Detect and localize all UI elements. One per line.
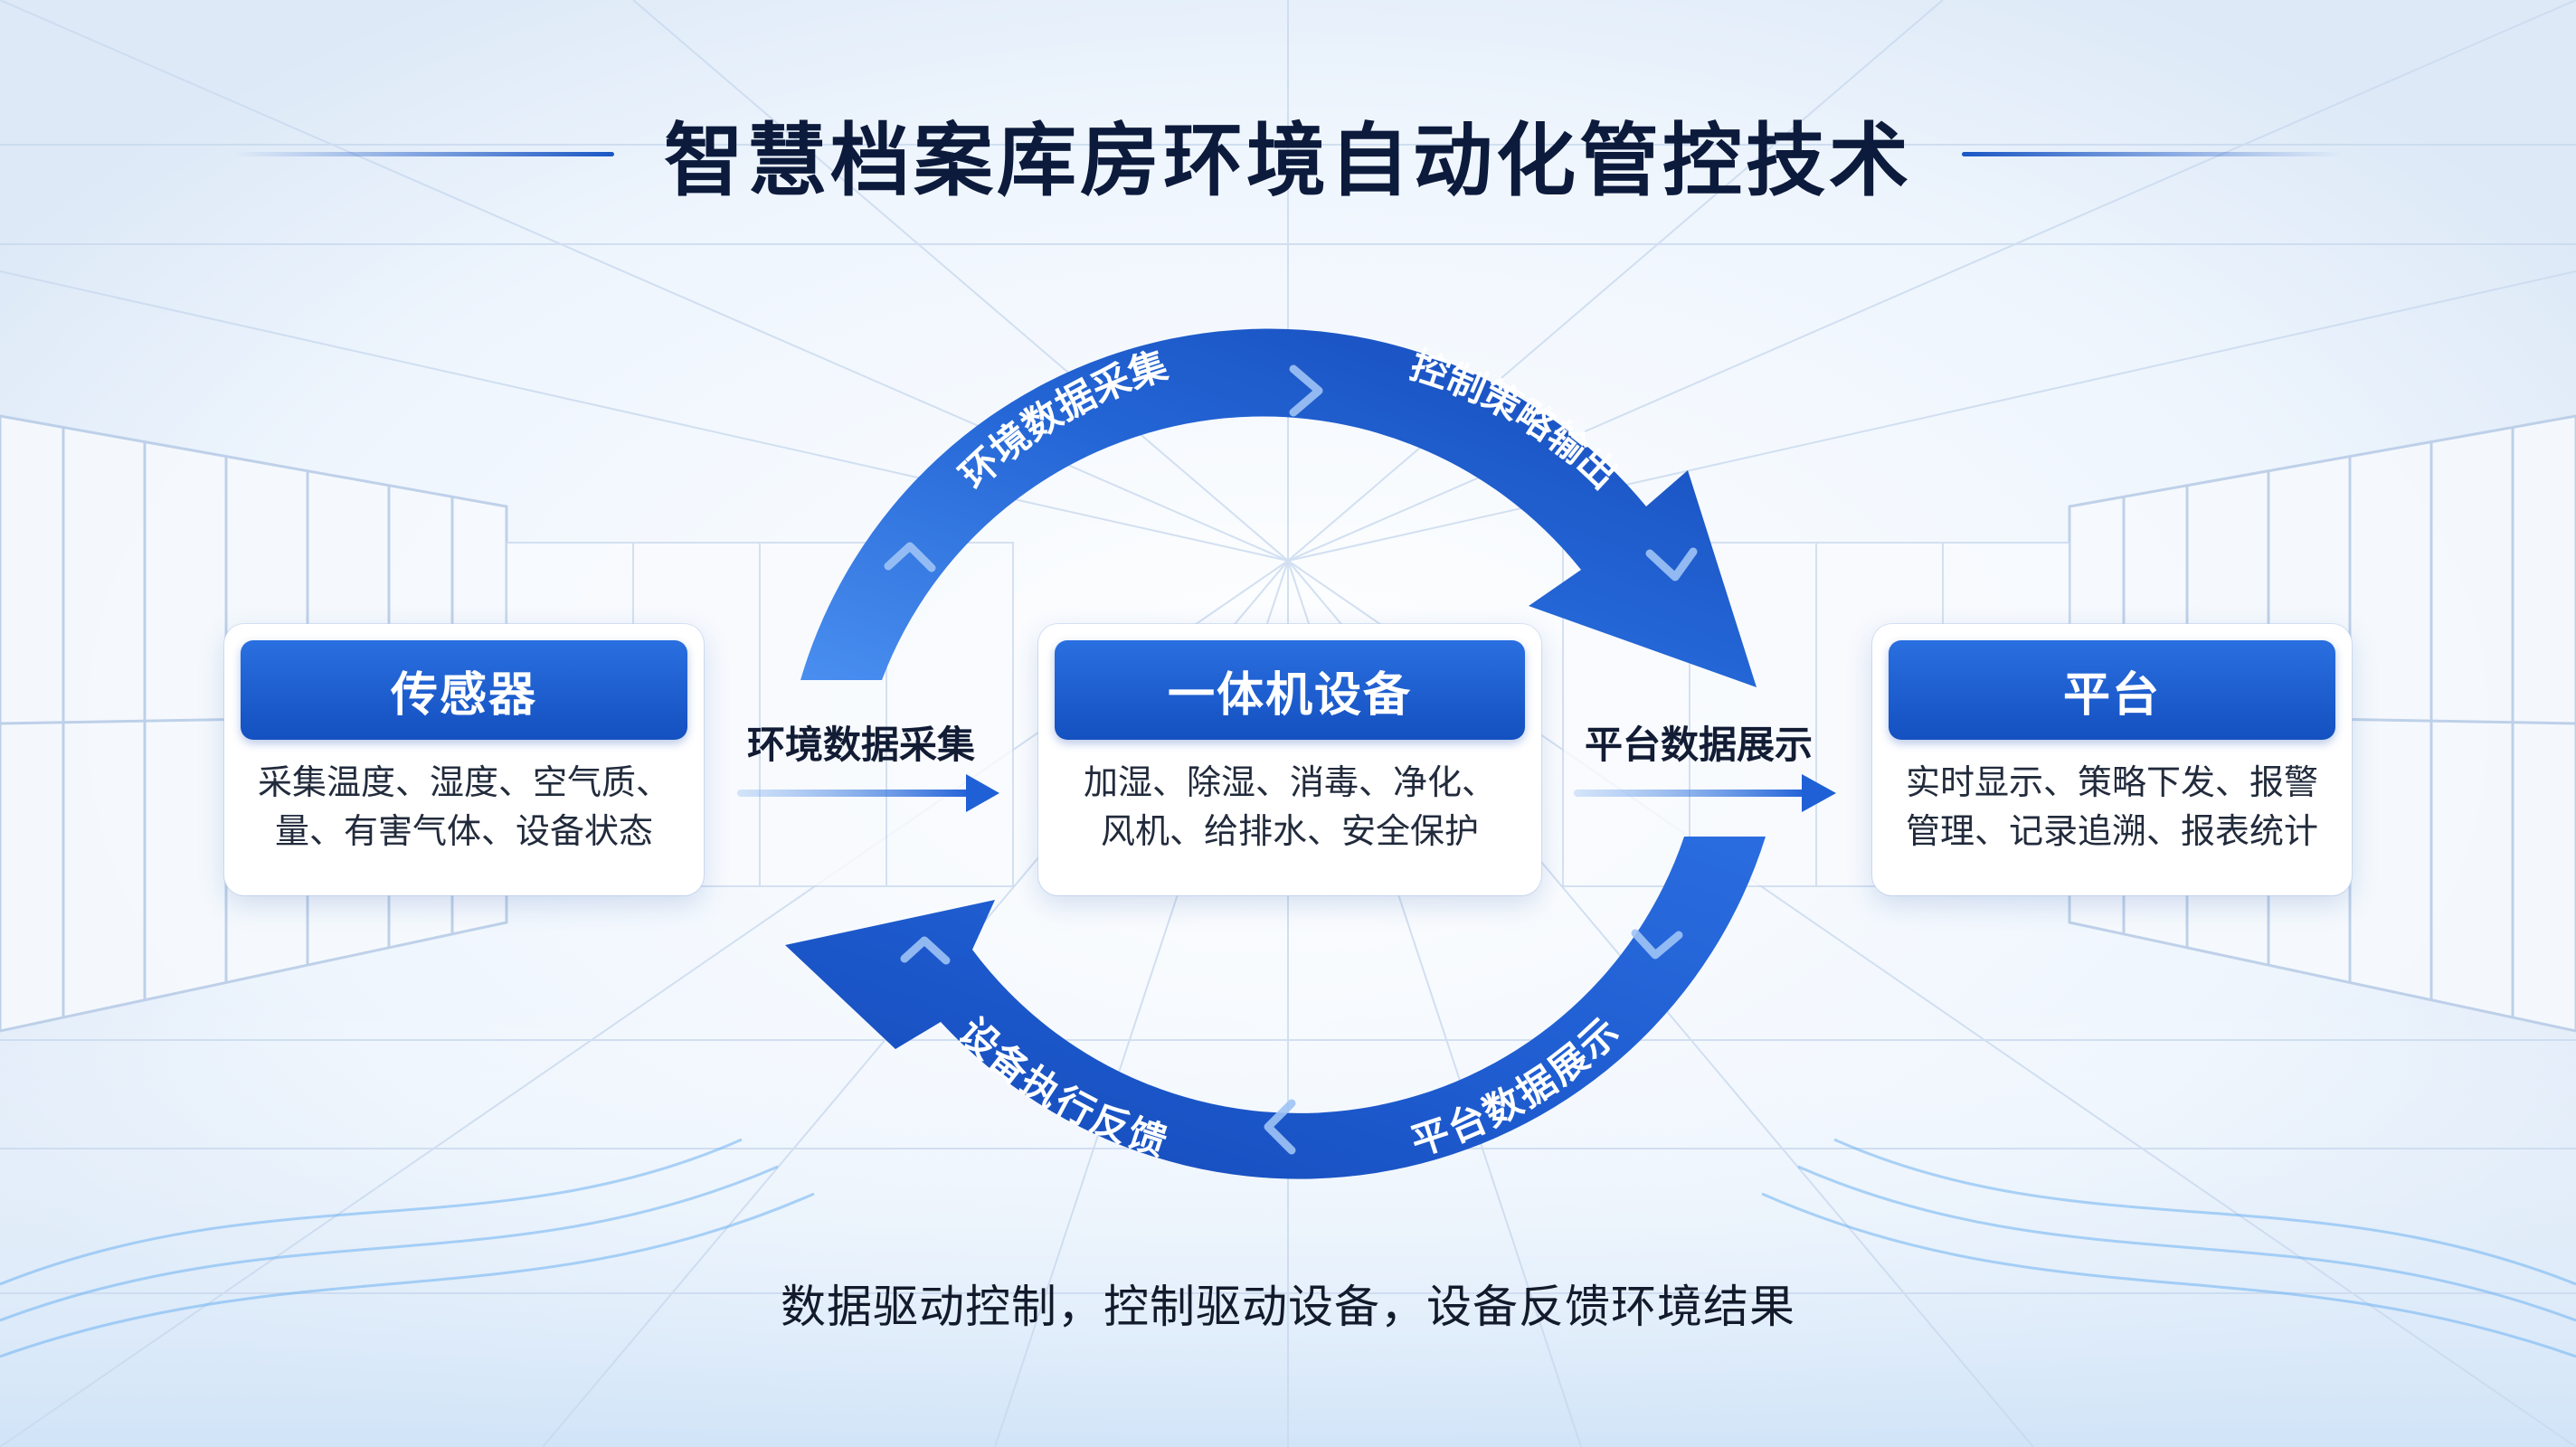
card-device-desc-line: 加湿、除湿、消毒、净化、 <box>1083 762 1496 802</box>
card-device-title: 一体机设备 <box>1055 640 1525 740</box>
card-sensor: 传感器 采集温度、湿度、空气质、 量、有害气体、设备状态 <box>224 624 704 895</box>
flow-label-right: 平台数据展示 <box>1585 723 1814 767</box>
card-sensor-desc-line: 量、有害气体、设备状态 <box>274 811 653 851</box>
card-platform-desc-line: 管理、记录追溯、报表统计 <box>1905 811 2318 851</box>
card-platform-desc: 实时显示、策略下发、报警 管理、记录追溯、报表统计 <box>1892 758 2332 856</box>
card-sensor-desc-line: 采集温度、湿度、空气质、 <box>257 762 670 802</box>
title-decor-line-right <box>1962 151 2342 156</box>
card-sensor-title: 传感器 <box>241 640 687 740</box>
card-sensor-desc: 采集温度、湿度、空气质、 量、有害气体、设备状态 <box>244 758 684 856</box>
card-device-desc-line: 风机、给排水、安全保护 <box>1100 811 1479 851</box>
card-platform-desc-line: 实时显示、策略下发、报警 <box>1905 762 2318 802</box>
title-decor-line-left <box>233 151 614 156</box>
card-device-desc: 加湿、除湿、消毒、净化、 风机、给排水、安全保护 <box>1058 758 1521 856</box>
card-platform-title: 平台 <box>1889 640 2335 740</box>
flow-label-left: 环境数据采集 <box>747 723 976 767</box>
card-platform: 平台 实时显示、策略下发、报警 管理、记录追溯、报表统计 <box>1872 624 2352 895</box>
footer-tagline: 数据驱动控制，控制驱动设备，设备反馈环境结果 <box>781 1281 1795 1333</box>
card-device: 一体机设备 加湿、除湿、消毒、净化、 风机、给排水、安全保护 <box>1038 624 1541 895</box>
page-title: 智慧档案库房环境自动化管控技术 <box>663 113 1912 207</box>
title-bar: 智慧档案库房环境自动化管控技术 <box>0 95 2576 213</box>
